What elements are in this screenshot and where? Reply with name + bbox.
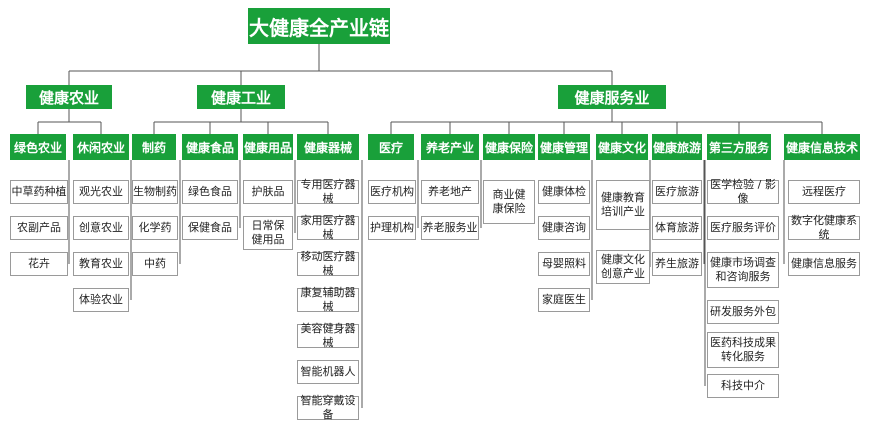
leaf-wellness-tourism: 养生旅游 (652, 252, 702, 276)
leaf-health-creative-text: 健康文化创意产业 (601, 253, 645, 280)
leaf-daily-health-supplies-text: 日常保健用品 (251, 219, 285, 246)
leaf-flowers: 花卉 (10, 252, 68, 276)
cat-insurance: 健康保险 (483, 134, 535, 160)
leaf-skincare: 护肤品 (243, 180, 293, 204)
sector-agriculture: 健康农业 (26, 85, 112, 109)
leaf-nursing-institution: 护理机构 (368, 216, 416, 240)
leaf-health-creative: 健康文化创意产业 (596, 250, 650, 284)
leaf-rd-outsourcing: 研发服务外包 (707, 300, 779, 324)
leaf-medical-institution: 医疗机构 (368, 180, 416, 204)
leaf-mobile-medical-device: 移动医疗器械 (297, 250, 359, 277)
cat-food: 健康食品 (182, 134, 238, 160)
cat-green-agri: 绿色农业 (10, 134, 66, 160)
leaf-experience-agri: 体验农业 (73, 288, 129, 312)
leaf-rehab-device: 康复辅助器械 (297, 286, 359, 313)
leaf-education-agri: 教育农业 (73, 252, 129, 276)
leaf-tech-transfer-text: 医药科技成果转化服务 (710, 336, 776, 363)
leaf-commercial-health-insurance: 商业健康保险 (483, 180, 535, 224)
leaf-health-education-text: 健康教育培训产业 (601, 191, 645, 218)
leaf-commercial-health-insurance-text: 商业健康保险 (492, 188, 526, 215)
cat-info-tech: 健康信息技术 (784, 134, 860, 160)
leaf-digital-health-system: 数字化健康系统 (788, 214, 860, 241)
leaf-tech-intermediary: 科技中介 (707, 374, 779, 398)
leaf-telemedicine: 远程医疗 (788, 180, 860, 204)
leaf-chemical-drug: 化学药 (132, 216, 178, 240)
leaf-tech-transfer: 医药科技成果转化服务 (707, 332, 779, 368)
leaf-health-consult: 健康咨询 (538, 216, 590, 240)
leaf-health-education: 健康教育培训产业 (596, 180, 650, 230)
leaf-biopharma: 生物制药 (132, 180, 178, 204)
cat-tourism: 健康旅游 (652, 134, 702, 160)
leaf-smart-robot: 智能机器人 (297, 360, 359, 384)
cat-elderly: 养老产业 (421, 134, 479, 160)
leaf-family-doctor: 家庭医生 (538, 288, 590, 312)
cat-third-party: 第三方服务 (707, 134, 771, 160)
leaf-market-research: 健康市场调查和咨询服务 (707, 252, 779, 288)
cat-leisure-agri: 休闲农业 (73, 134, 129, 160)
leaf-green-food: 绿色食品 (182, 180, 238, 204)
sector-service: 健康服务业 (558, 85, 666, 109)
leaf-pro-medical-device: 专用医疗器械 (297, 178, 359, 205)
leaf-farm-products: 农副产品 (10, 216, 68, 240)
cat-management: 健康管理 (538, 134, 590, 160)
cat-pharma: 制药 (132, 134, 176, 160)
root-node: 大健康全产业链 (248, 8, 390, 44)
leaf-herb-planting: 中草药种植 (10, 180, 68, 204)
leaf-sightseeing-agri: 观光农业 (73, 180, 129, 204)
leaf-lab-imaging: 医学检验 / 影像 (707, 178, 779, 205)
cat-supplies: 健康用品 (243, 134, 293, 160)
leaf-health-checkup: 健康体检 (538, 180, 590, 204)
leaf-home-medical-device: 家用医疗器械 (297, 214, 359, 241)
leaf-creative-agri: 创意农业 (73, 216, 129, 240)
leaf-sports-tourism: 体育旅游 (652, 216, 702, 240)
leaf-health-food: 保健食品 (182, 216, 238, 240)
leaf-elderly-realestate: 养老地产 (421, 180, 479, 204)
leaf-daily-health-supplies: 日常保健用品 (243, 216, 293, 250)
sector-industry: 健康工业 (197, 85, 285, 109)
leaf-elderly-service: 养老服务业 (421, 216, 479, 240)
cat-culture: 健康文化 (596, 134, 648, 160)
cat-medical: 医疗 (368, 134, 414, 160)
leaf-smart-wearable: 智能穿戴设备 (297, 394, 359, 421)
cat-devices: 健康器械 (297, 134, 359, 160)
leaf-service-evaluation: 医疗服务评价 (707, 216, 779, 240)
leaf-market-research-text: 健康市场调查和咨询服务 (710, 256, 776, 283)
leaf-health-info-service: 健康信息服务 (788, 252, 860, 276)
leaf-tcm: 中药 (132, 252, 178, 276)
leaf-maternal-care: 母婴照料 (538, 252, 590, 276)
leaf-beauty-fitness-device: 美容健身器械 (297, 322, 359, 349)
leaf-medical-tourism: 医疗旅游 (652, 180, 702, 204)
